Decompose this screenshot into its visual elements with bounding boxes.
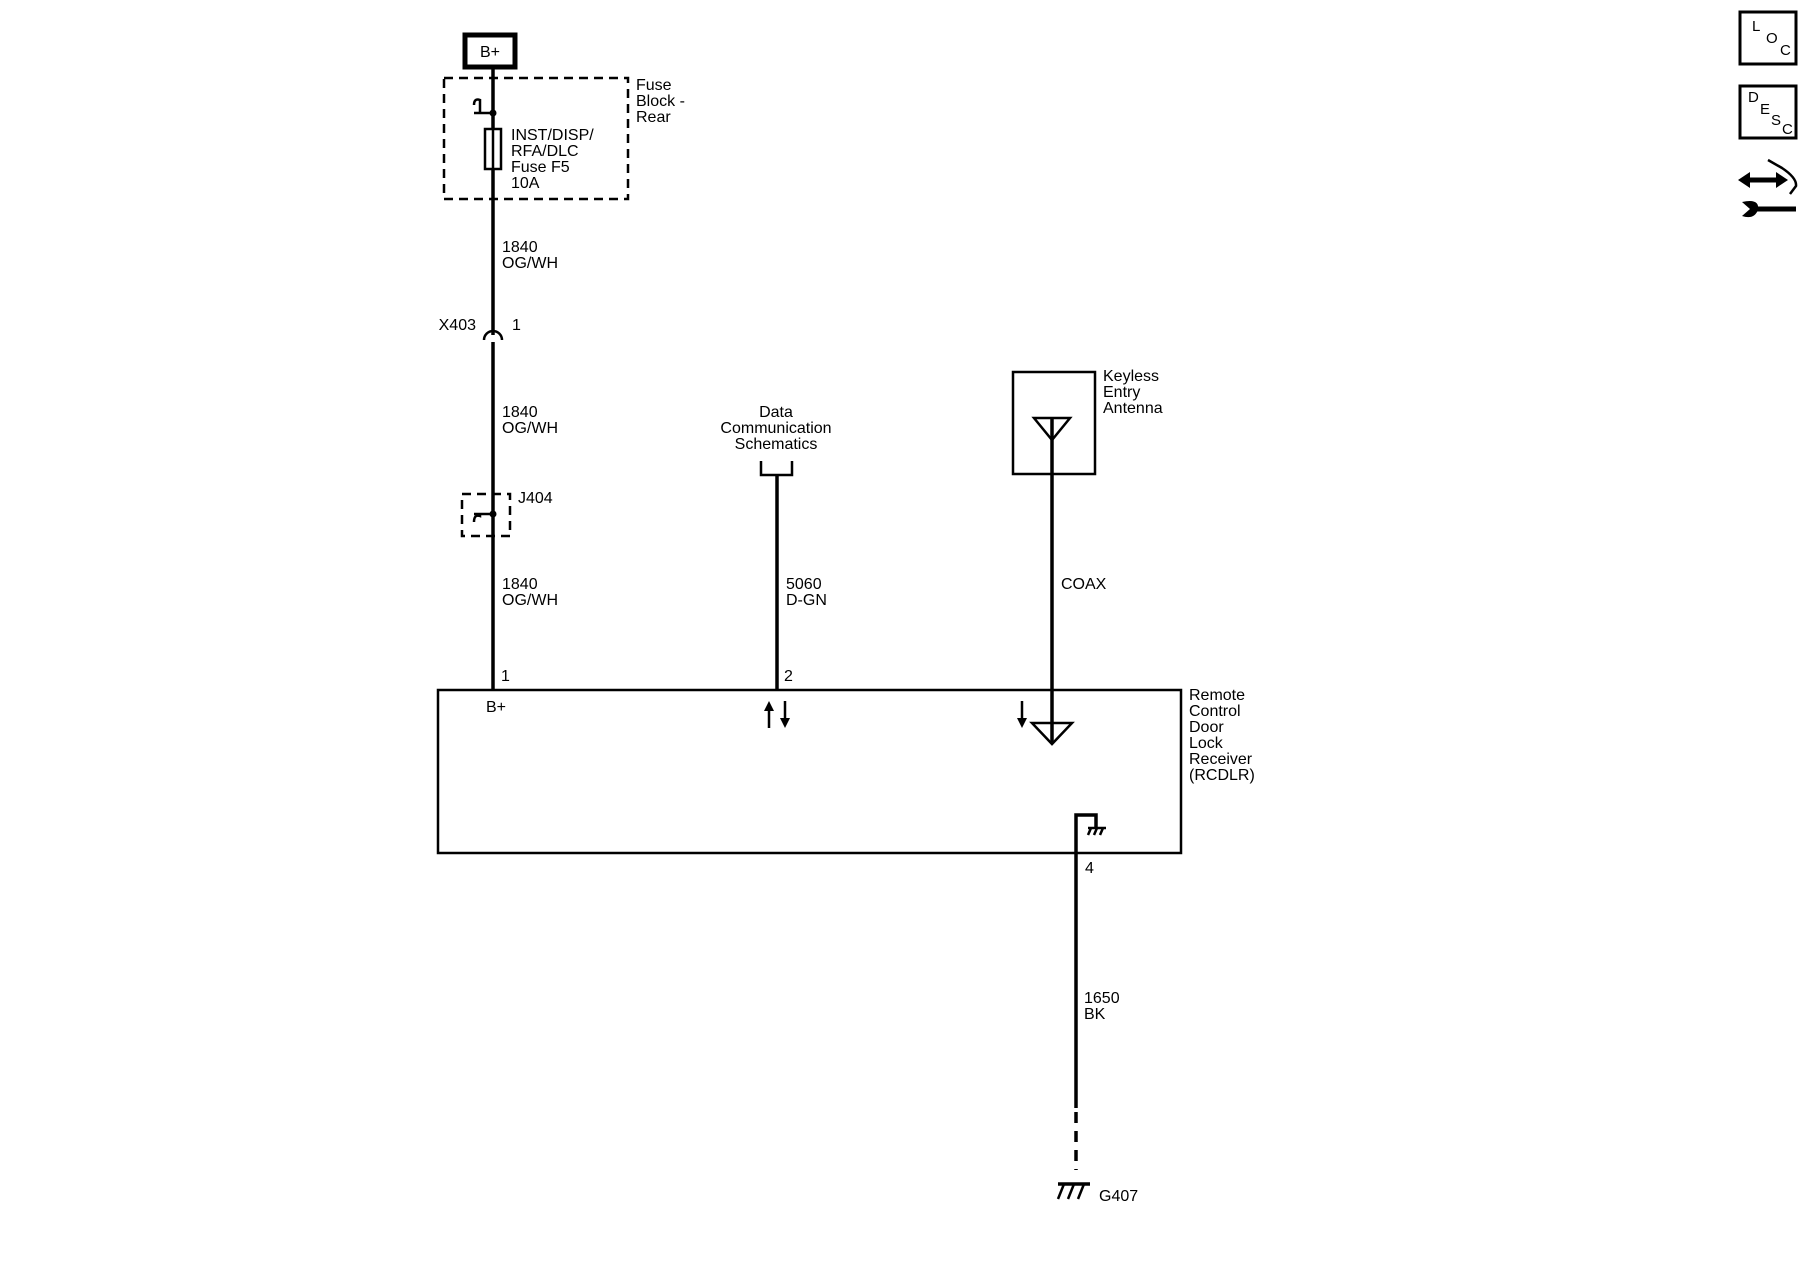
wire-circuit-number: 5060 <box>786 576 822 593</box>
wire-circuit-number: 1840 <box>502 239 538 256</box>
wire-color-code: BK <box>1084 1006 1106 1023</box>
fuse-f5-label-line: 10A <box>511 175 540 192</box>
fuse-block-name-line: Rear <box>636 109 671 126</box>
connector-x403-label: X403 <box>439 317 476 334</box>
fuse-block-rear: Fuse Block - Rear <box>442 76 685 201</box>
module-power-input-label: B+ <box>486 699 506 716</box>
module-name-line: Control <box>1189 703 1241 720</box>
data-comm-ref-line: Data <box>759 404 793 421</box>
fuse-f5-label-line: INST/DISP/ <box>511 127 594 144</box>
wire-color-code: D-GN <box>786 592 827 609</box>
antenna-name-line: Entry <box>1103 384 1140 401</box>
location-button[interactable]: L O C <box>1738 10 1798 66</box>
data-communication-reference: Data Communication Schematics <box>720 404 832 690</box>
battery-source-label: B+ <box>480 44 500 61</box>
fuse-f5-label-line: RFA/DLC <box>511 143 579 160</box>
module-pin-number: 1 <box>501 668 510 685</box>
module-name-line: Lock <box>1189 735 1224 752</box>
connector-x403: X403 1 <box>439 317 521 341</box>
location-button-letter: L <box>1752 18 1760 35</box>
keyless-entry-antenna: Keyless Entry Antenna <box>1011 368 1163 476</box>
fuse-block-name-line: Fuse <box>636 77 672 94</box>
wire-circuit-number: 1650 <box>1084 990 1120 1007</box>
description-button[interactable]: D E S C <box>1738 84 1798 140</box>
ground-g407-label: G407 <box>1099 1188 1138 1205</box>
location-button-letter: O <box>1766 30 1778 47</box>
data-comm-ref-line: Communication <box>720 420 831 437</box>
location-button-letter: C <box>1780 42 1791 59</box>
module-pin-number: 2 <box>784 668 793 685</box>
module-pin-number: 4 <box>1085 860 1094 877</box>
splice-j404: J404 <box>460 490 553 538</box>
battery-source: B+ <box>462 32 518 70</box>
splice-j404-label: J404 <box>518 490 553 507</box>
ground-g407: G407 <box>1056 1182 1138 1205</box>
module-name-line: Door <box>1189 719 1224 736</box>
wire-color-code: OG/WH <box>502 592 558 609</box>
antenna-input-icon <box>1017 701 1075 746</box>
fuse-f5-label-line: Fuse F5 <box>511 159 570 176</box>
description-button-letter: C <box>1782 121 1793 138</box>
bidirectional-data-arrows-icon <box>764 701 790 728</box>
description-button-letter: E <box>1760 101 1770 118</box>
antenna-name-line: Keyless <box>1103 368 1159 385</box>
coax-label: COAX <box>1061 576 1107 593</box>
wire-circuit-number: 1840 <box>502 576 538 593</box>
wire-color-code: OG/WH <box>502 255 558 272</box>
module-name-line: Receiver <box>1189 751 1253 768</box>
description-button-letter: D <box>1748 89 1759 106</box>
antenna-name-line: Antenna <box>1103 400 1163 417</box>
fuse-block-name-line: Block - <box>636 93 685 110</box>
rcdlr-module: Remote Control Door Lock Receiver (RCDLR… <box>436 668 1255 877</box>
connector-repair-icon[interactable] <box>1738 158 1798 218</box>
module-name-line: Remote <box>1189 687 1245 704</box>
internal-ground-icon <box>1074 813 1106 853</box>
description-button-letter: S <box>1771 112 1781 129</box>
wire-color-code: OG/WH <box>502 420 558 437</box>
wire-circuit-number: 1840 <box>502 404 538 421</box>
module-name-line: (RCDLR) <box>1189 767 1255 784</box>
data-comm-ref-line: Schematics <box>735 436 818 453</box>
connector-x403-pin: 1 <box>512 317 521 334</box>
